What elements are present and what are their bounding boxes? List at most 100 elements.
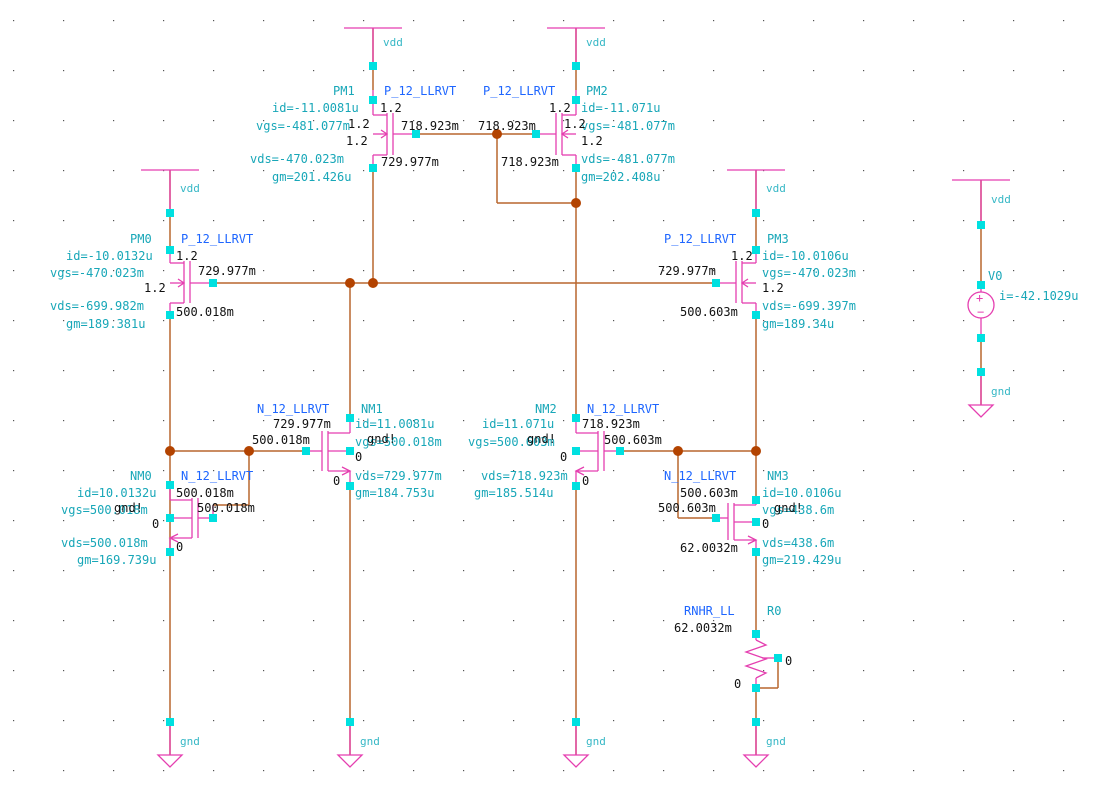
terminal-pin[interactable] xyxy=(302,447,310,455)
grid-dot xyxy=(763,20,765,22)
terminal-pin[interactable] xyxy=(572,164,580,172)
terminal-pin[interactable] xyxy=(712,279,720,287)
terminal-pin[interactable] xyxy=(977,334,985,342)
terminal-pin[interactable] xyxy=(977,221,985,229)
pmos-pm3-symbol[interactable] xyxy=(716,250,757,315)
terminal-pin[interactable] xyxy=(166,209,174,217)
terminal-pin[interactable] xyxy=(752,496,760,504)
grid-dot xyxy=(263,370,265,372)
nmos-nm2-symbol[interactable] xyxy=(574,418,620,486)
terminal-pin[interactable] xyxy=(369,62,377,70)
grid-dot xyxy=(813,620,815,622)
terminal-pin[interactable] xyxy=(774,654,782,662)
terminal-pin[interactable] xyxy=(572,96,580,104)
net-label-gnd: gnd xyxy=(766,735,786,748)
terminal-pin[interactable] xyxy=(369,96,377,104)
grid-dot xyxy=(213,20,215,22)
voltage-source-v0-symbol[interactable]: + − xyxy=(967,285,995,338)
grid-dot xyxy=(463,120,465,122)
grid-dot xyxy=(513,270,515,272)
grid-dot xyxy=(613,420,615,422)
terminal-pin[interactable] xyxy=(412,130,420,138)
terminal-pin[interactable] xyxy=(532,130,540,138)
terminal-pin[interactable] xyxy=(752,548,760,556)
terminal-pin[interactable] xyxy=(209,514,217,522)
grid-dot xyxy=(613,270,615,272)
terminal-pin[interactable] xyxy=(572,718,580,726)
node-voltage: 500.603m xyxy=(658,501,716,515)
terminal-pin[interactable] xyxy=(752,311,760,319)
terminal-pin[interactable] xyxy=(346,482,354,490)
param-id: id=10.0132u xyxy=(77,486,156,500)
grid-dot xyxy=(863,20,865,22)
grid-dot xyxy=(513,320,515,322)
grid-dot xyxy=(963,570,965,572)
terminal-pin[interactable] xyxy=(572,447,580,455)
terminal-pin[interactable] xyxy=(752,246,760,254)
grid-dot xyxy=(213,120,215,122)
nm2-annotations: NM2 N_12_LLRVT id=11.071u 718.923m vgs=5… xyxy=(468,402,662,500)
terminal-pin[interactable] xyxy=(166,311,174,319)
terminal-pin[interactable] xyxy=(752,630,760,638)
terminal-pin[interactable] xyxy=(346,447,354,455)
net-label-gnd: gnd xyxy=(991,385,1011,398)
terminal-pin[interactable] xyxy=(346,414,354,422)
grid-dot xyxy=(613,320,615,322)
resistor-r0-symbol[interactable] xyxy=(744,634,778,688)
grid-dot xyxy=(613,120,615,122)
terminal-pin[interactable] xyxy=(369,164,377,172)
grid-dot xyxy=(513,570,515,572)
grid-dot xyxy=(513,70,515,72)
grid-dot xyxy=(963,20,965,22)
terminal-pin[interactable] xyxy=(166,246,174,254)
terminal-pin[interactable] xyxy=(572,414,580,422)
grid-dot xyxy=(213,270,215,272)
grid-dot xyxy=(1063,620,1065,622)
grid-dot xyxy=(563,70,565,72)
grid-dot xyxy=(213,70,215,72)
grid-dot xyxy=(813,570,815,572)
terminal-pin[interactable] xyxy=(209,279,217,287)
terminal-pin[interactable] xyxy=(977,281,985,289)
terminal-pin[interactable] xyxy=(166,718,174,726)
terminal-pin[interactable] xyxy=(752,518,760,526)
grid-dot xyxy=(463,670,465,672)
param-id: id=-10.0106u xyxy=(762,249,849,263)
terminal-pin[interactable] xyxy=(977,368,985,376)
grid-dot xyxy=(663,420,665,422)
grid-dot xyxy=(713,420,715,422)
grid-dot xyxy=(713,370,715,372)
terminal-pin[interactable] xyxy=(346,718,354,726)
terminal-pin[interactable] xyxy=(616,447,624,455)
supply-symbols xyxy=(141,27,1010,768)
terminal-pin[interactable] xyxy=(752,718,760,726)
grid-dot xyxy=(163,20,165,22)
param-id: id=11.0081u xyxy=(355,417,434,431)
param-vgs: vgs=-481.077m xyxy=(256,119,350,133)
terminal-pin[interactable] xyxy=(166,514,174,522)
grid-dot xyxy=(113,620,115,622)
terminal-pin[interactable] xyxy=(752,684,760,692)
param-id: id=11.071u xyxy=(482,417,554,431)
grid-dot xyxy=(63,20,65,22)
terminal-pin[interactable] xyxy=(712,514,720,522)
grid-dot xyxy=(263,420,265,422)
terminal-pin[interactable] xyxy=(752,209,760,217)
terminal-pin[interactable] xyxy=(572,62,580,70)
terminal-pin[interactable] xyxy=(166,481,174,489)
body-node: 0 xyxy=(560,450,567,464)
terminal-pin[interactable] xyxy=(166,548,174,556)
grid-dot xyxy=(63,720,65,722)
grid-dot xyxy=(413,320,415,322)
grid-dot xyxy=(413,620,415,622)
grid-dot xyxy=(463,170,465,172)
grid-dot xyxy=(1013,720,1015,722)
net-labels: vdd vdd vdd vdd vdd gnd gnd gnd gnd gnd xyxy=(180,36,1011,748)
svg-text:−: − xyxy=(977,305,984,319)
grid-dot xyxy=(713,120,715,122)
terminal-pin[interactable] xyxy=(572,482,580,490)
grid-dot xyxy=(863,620,865,622)
grid-dot xyxy=(13,420,15,422)
source-node: 0 xyxy=(176,540,183,554)
